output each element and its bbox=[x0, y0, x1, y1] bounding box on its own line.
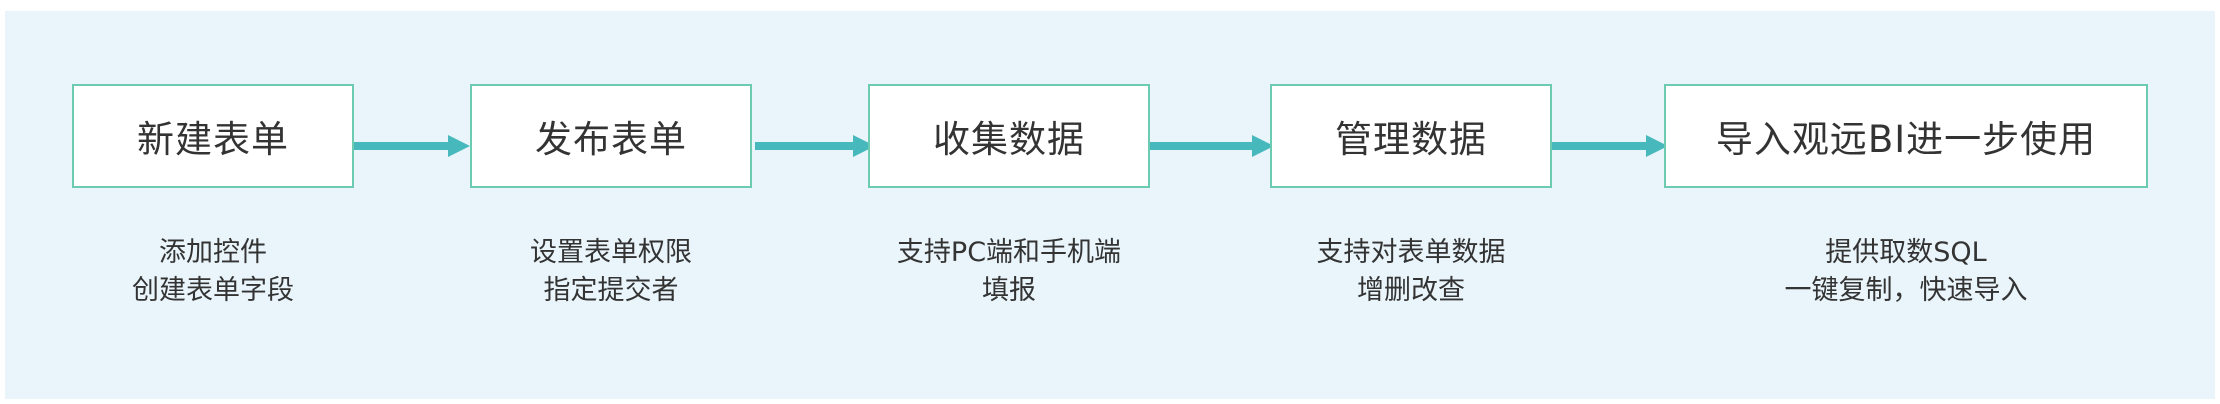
step-desc-publish-form: 设置表单权限 指定提交者 bbox=[470, 234, 752, 310]
step-title: 导入观远BI进一步使用 bbox=[1715, 118, 2097, 161]
step-desc-line: 填报 bbox=[982, 275, 1036, 306]
step-box-publish-form: 发布表单 bbox=[470, 84, 752, 188]
step-title: 发布表单 bbox=[535, 118, 687, 161]
arrow-right-icon bbox=[755, 135, 875, 157]
step-box-new-form: 新建表单 bbox=[72, 84, 354, 188]
step-box-collect-data: 收集数据 bbox=[868, 84, 1150, 188]
diagram-background bbox=[5, 11, 2215, 399]
step-desc-line: 指定提交者 bbox=[543, 275, 679, 306]
step-desc-collect-data: 支持PC端和手机端 填报 bbox=[848, 234, 1170, 310]
step-desc-line: 提供取数SQL bbox=[1825, 237, 1987, 268]
step-desc-manage-data: 支持对表单数据 增删改查 bbox=[1260, 234, 1562, 310]
arrow-right-icon bbox=[1150, 135, 1274, 157]
step-box-import-bi: 导入观远BI进一步使用 bbox=[1664, 84, 2148, 188]
step-box-manage-data: 管理数据 bbox=[1270, 84, 1552, 188]
arrow-right-icon bbox=[1550, 135, 1668, 157]
step-desc-line: 一键复制，快速导入 bbox=[1784, 275, 2028, 306]
arrow-right-icon bbox=[352, 135, 470, 157]
step-desc-import-bi: 提供取数SQL 一键复制，快速导入 bbox=[1664, 234, 2148, 310]
step-desc-line: 添加控件 bbox=[159, 237, 267, 268]
step-title: 收集数据 bbox=[933, 118, 1085, 161]
step-title: 新建表单 bbox=[137, 118, 289, 161]
step-desc-new-form: 添加控件 创建表单字段 bbox=[72, 234, 354, 310]
step-desc-line: 创建表单字段 bbox=[132, 275, 294, 306]
step-desc-line: 设置表单权限 bbox=[530, 237, 692, 268]
step-desc-line: 支持PC端和手机端 bbox=[896, 237, 1122, 268]
step-desc-line: 支持对表单数据 bbox=[1316, 237, 1506, 268]
step-desc-line: 增删改查 bbox=[1357, 275, 1465, 306]
step-title: 管理数据 bbox=[1335, 118, 1487, 161]
